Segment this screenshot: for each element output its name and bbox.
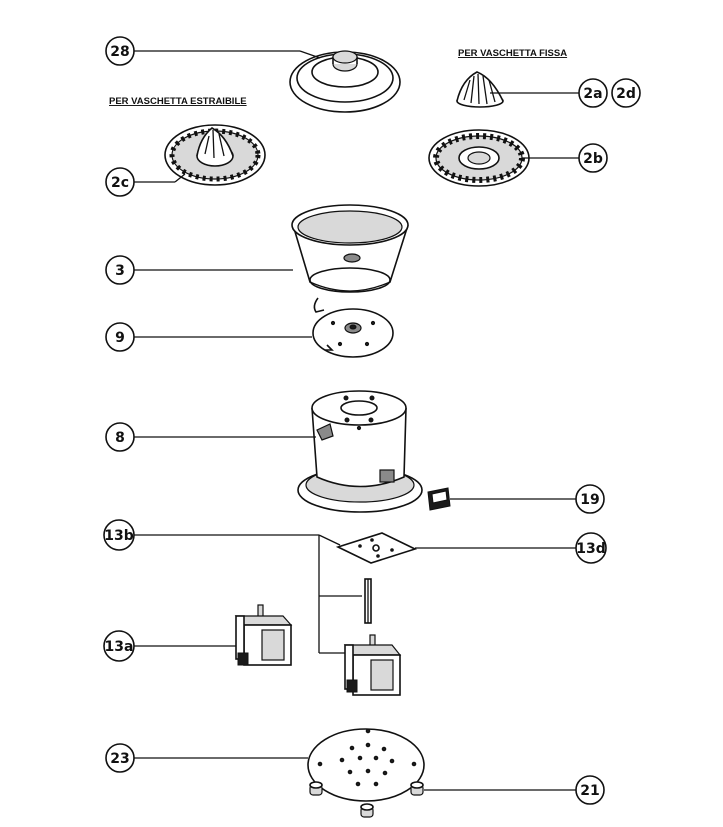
label-13d: 13d — [575, 532, 607, 564]
label-2c: 2c — [105, 167, 135, 197]
part-gasket-13d — [335, 532, 418, 564]
label-2d: 2d — [611, 78, 641, 108]
part-motor-right — [343, 634, 402, 696]
label-13b: 13b — [103, 519, 135, 551]
svg-text:13b: 13b — [104, 528, 134, 544]
svg-text:21: 21 — [580, 783, 599, 799]
label-13a: 13a — [103, 630, 135, 662]
svg-text:2d: 2d — [616, 86, 636, 102]
svg-text:8: 8 — [115, 430, 125, 446]
svg-text:28: 28 — [110, 44, 129, 60]
label-28: 28 — [105, 36, 135, 66]
svg-text:2c: 2c — [111, 175, 129, 191]
label-23: 23 — [105, 743, 135, 773]
part-switch-19 — [427, 487, 451, 511]
part-reamer-2c — [164, 124, 266, 186]
svg-text:13a: 13a — [105, 639, 134, 655]
heading-fixed-tray: PER VASCHETTA FISSA — [458, 48, 567, 59]
part-cone-2a — [456, 71, 504, 108]
part-housing-8 — [297, 390, 423, 513]
svg-text:3: 3 — [115, 263, 125, 279]
heading-removable-tray: PER VASCHETTA ESTRAIBILE — [109, 96, 247, 107]
part-disc-2b — [428, 129, 530, 187]
label-3: 3 — [105, 255, 135, 285]
label-21: 21 — [575, 775, 605, 805]
part-motor-13a — [234, 604, 293, 666]
label-2b: 2b — [578, 143, 608, 173]
svg-text:9: 9 — [115, 330, 125, 346]
part-shaft — [364, 578, 372, 624]
label-19: 19 — [575, 484, 605, 514]
svg-text:19: 19 — [580, 492, 599, 508]
label-8: 8 — [105, 422, 135, 452]
part-bowl-3 — [291, 204, 409, 313]
svg-text:23: 23 — [110, 751, 129, 767]
part-base-23 — [307, 728, 425, 802]
svg-text:2b: 2b — [583, 151, 603, 167]
label-9: 9 — [105, 322, 135, 352]
svg-text:2a: 2a — [583, 86, 602, 102]
part-plate-9 — [312, 308, 394, 358]
part-lid-28 — [289, 50, 401, 113]
svg-text:13d: 13d — [576, 541, 606, 557]
label-2a: 2a — [578, 78, 608, 108]
part-feet-21 — [309, 781, 424, 818]
